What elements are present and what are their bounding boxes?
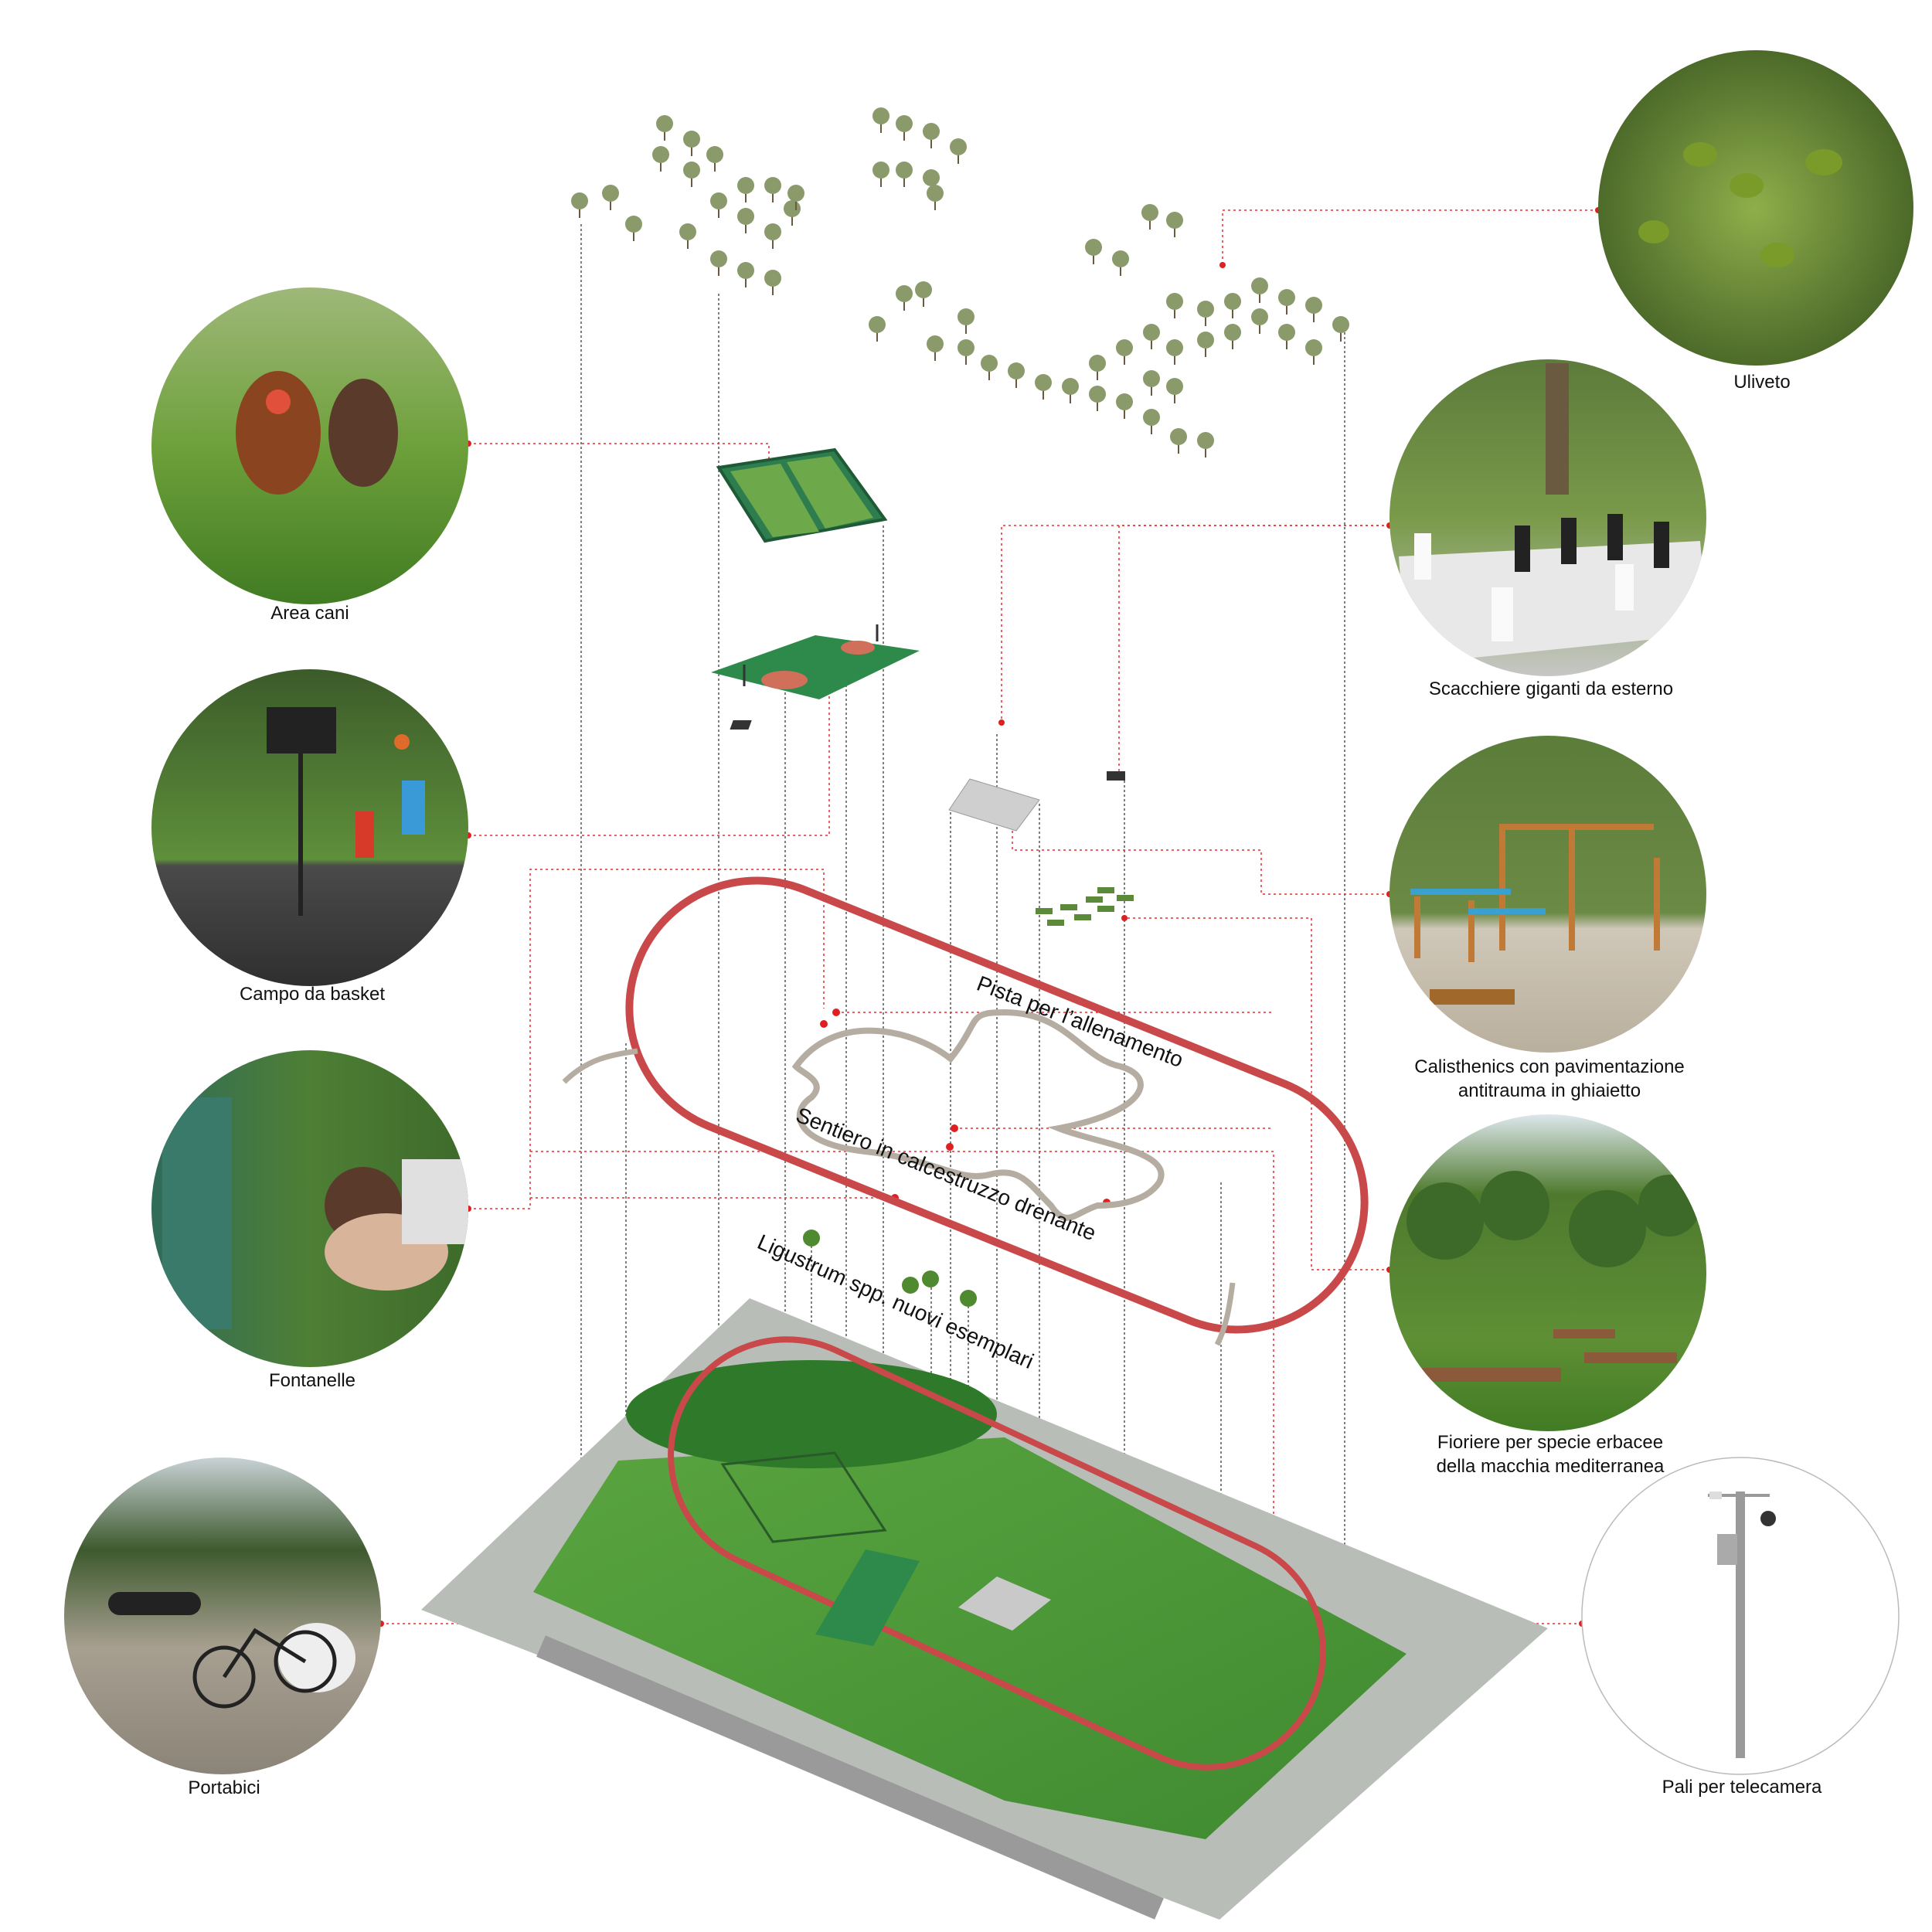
park-base-plan — [421, 1298, 1548, 1920]
olive-tree-icon — [706, 146, 723, 163]
olive-tree-icon — [1116, 339, 1133, 356]
olive-tree-icon — [923, 123, 940, 140]
feature-fioriere: Fioriere per specie erbacee della macchi… — [1389, 1114, 1706, 1477]
feature-area-cani: Area cani — [151, 287, 468, 624]
olive-tree-icon — [1305, 339, 1322, 356]
olive-tree-icon — [1278, 324, 1295, 341]
olive-tree-icon — [1085, 239, 1102, 256]
track-label: Pista per l’allenamento — [974, 971, 1187, 1072]
feature-label: Campo da basket — [240, 984, 385, 1005]
olive-tree-icon — [1224, 293, 1241, 310]
olive-tree-icon — [652, 146, 669, 163]
feature-uliveto: Uliveto — [1598, 50, 1913, 393]
olive-tree-icon — [1112, 250, 1129, 267]
dog-area-layer — [716, 447, 888, 543]
feature-label: Scacchiere giganti da esterno — [1429, 679, 1673, 699]
feature-fontanelle: Fontanelle — [151, 1050, 468, 1391]
olive-tree-icon — [1143, 370, 1160, 387]
feature-label: Area cani — [270, 603, 349, 624]
olive-tree-icon — [1166, 339, 1183, 356]
olive-tree-icon — [896, 115, 913, 132]
olive-tree-icon — [787, 185, 804, 202]
basketball-court-layer — [711, 624, 920, 699]
olive-tree-icon — [1224, 324, 1241, 341]
chess-boards-layer — [730, 720, 1125, 781]
olive-tree-icon — [656, 115, 673, 132]
olive-tree-icon — [1089, 386, 1106, 403]
olive-tree-icon — [683, 131, 700, 148]
olive-tree-icon — [1062, 378, 1079, 395]
olive-tree-icon — [737, 208, 754, 225]
olive-tree-icon — [869, 316, 886, 333]
olive-tree-icon — [1251, 308, 1268, 325]
olive-tree-icon — [1197, 301, 1214, 318]
olive-tree-icon — [872, 107, 889, 124]
feature-label-line1: Calisthenics con pavimentazione — [1414, 1056, 1685, 1077]
olive-tree-icon — [896, 162, 913, 179]
olive-tree-icon — [957, 339, 975, 356]
olive-tree-icon — [625, 216, 642, 233]
feature-campo-basket: Campo da basket — [151, 669, 468, 1005]
olive-tree-icon — [1332, 316, 1349, 333]
olive-tree-icon — [1166, 293, 1183, 310]
olive-tree-icon — [923, 169, 940, 186]
olive-tree-icon — [764, 270, 781, 287]
running-track-layer: Pista per l’allenamento Sentiero in calc… — [562, 876, 1369, 1373]
olive-trees-layer — [571, 107, 1349, 457]
olive-tree-icon — [1143, 409, 1160, 426]
olive-tree-icon — [1141, 204, 1158, 221]
feature-scacchiere: Scacchiere giganti da esterno — [1389, 359, 1706, 699]
olive-tree-icon — [1166, 378, 1183, 395]
olive-tree-icon — [1116, 393, 1133, 410]
olive-tree-icon — [1197, 432, 1214, 449]
olive-tree-icon — [683, 162, 700, 179]
olive-tree-icon — [737, 262, 754, 279]
feature-pali-telecamera: Pali per telecamera — [1581, 1457, 1900, 1798]
olive-tree-icon — [950, 138, 967, 155]
olive-tree-icon — [1197, 332, 1214, 349]
feature-label-line2: antitrauma in ghiaietto — [1458, 1080, 1641, 1101]
feature-label-line1: Fioriere per specie erbacee — [1437, 1432, 1663, 1453]
olive-tree-icon — [957, 308, 975, 325]
planters-layer — [1036, 887, 1134, 926]
olive-tree-icon — [927, 335, 944, 352]
olive-tree-icon — [1170, 428, 1187, 445]
feature-calisthenics: Calisthenics con pavimentazione antitrau… — [1389, 736, 1706, 1101]
olive-tree-icon — [1251, 277, 1268, 294]
olive-tree-icon — [571, 192, 588, 209]
olive-tree-icon — [1166, 212, 1183, 229]
olive-tree-icon — [764, 177, 781, 194]
olive-tree-icon — [737, 177, 754, 194]
leader-lines — [381, 209, 1598, 1624]
calisthenics-layer — [948, 778, 1040, 832]
olive-tree-icon — [1278, 289, 1295, 306]
olive-tree-icon — [679, 223, 696, 240]
olive-tree-icon — [1143, 324, 1160, 341]
feature-label: Fontanelle — [269, 1370, 355, 1391]
olive-tree-icon — [710, 192, 727, 209]
olive-tree-icon — [1008, 362, 1025, 379]
olive-tree-icon — [784, 200, 801, 217]
olive-tree-icon — [1089, 355, 1106, 372]
olive-tree-icon — [1035, 374, 1052, 391]
olive-tree-icon — [915, 281, 932, 298]
feature-label: Uliveto — [1733, 372, 1790, 393]
olive-tree-icon — [710, 250, 727, 267]
olive-tree-icon — [896, 285, 913, 302]
feature-label-line2: della macchia mediterranea — [1437, 1456, 1665, 1477]
feature-label: Pali per telecamera — [1662, 1777, 1822, 1798]
olive-tree-icon — [872, 162, 889, 179]
ligustrum-trees — [803, 1230, 977, 1307]
feature-label: Portabici — [188, 1777, 260, 1798]
olive-tree-icon — [602, 185, 619, 202]
olive-tree-icon — [927, 185, 944, 202]
olive-tree-icon — [764, 223, 781, 240]
olive-tree-icon — [1305, 297, 1322, 314]
olive-tree-icon — [981, 355, 998, 372]
feature-portabici: Portabici — [64, 1458, 381, 1798]
